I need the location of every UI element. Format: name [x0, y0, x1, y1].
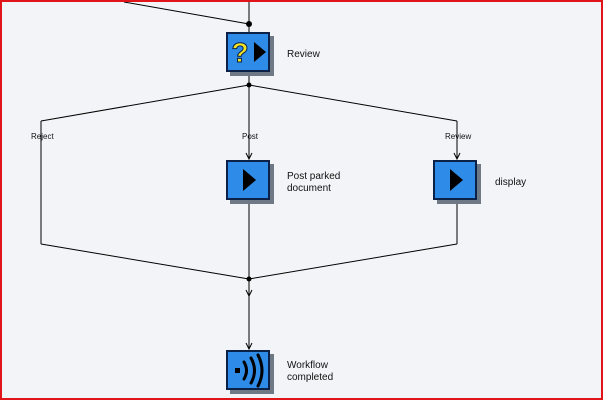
review-node-label: Review — [287, 49, 320, 60]
reject-branch-line — [40, 84, 250, 122]
display-out-connector — [248, 243, 458, 280]
arrowhead-icon — [453, 152, 461, 161]
branch-split-dot — [246, 82, 252, 88]
arrowhead-icon — [245, 152, 253, 161]
arrowhead-icon — [245, 289, 253, 298]
branch-label-reject: Reject — [31, 132, 54, 141]
reject-branch-line — [40, 243, 250, 280]
display-node[interactable] — [433, 160, 477, 200]
review-node[interactable]: ? — [226, 32, 270, 72]
post-parked-document-label: Post parked document — [287, 171, 341, 194]
svg-text:?: ? — [231, 37, 248, 68]
post-parked-document-node[interactable] — [226, 160, 270, 200]
activity-play-icon — [450, 169, 463, 191]
event-broadcast-icon — [235, 353, 264, 388]
incoming-connector — [123, 2, 250, 25]
branch-label-post: Post — [242, 132, 259, 141]
review-branch-line — [248, 84, 458, 122]
workflow-completed-node[interactable] — [226, 350, 270, 390]
connector-dot — [246, 21, 252, 27]
branch-label-review: Review — [445, 132, 472, 141]
arrowhead-icon — [245, 342, 253, 351]
workflow-completed-label: Workflow completed — [287, 360, 334, 383]
display-node-label: display — [495, 177, 527, 188]
activity-play-icon — [243, 169, 256, 191]
decision-question-icon: ? — [231, 37, 266, 69]
branch-join-dot — [246, 276, 252, 282]
